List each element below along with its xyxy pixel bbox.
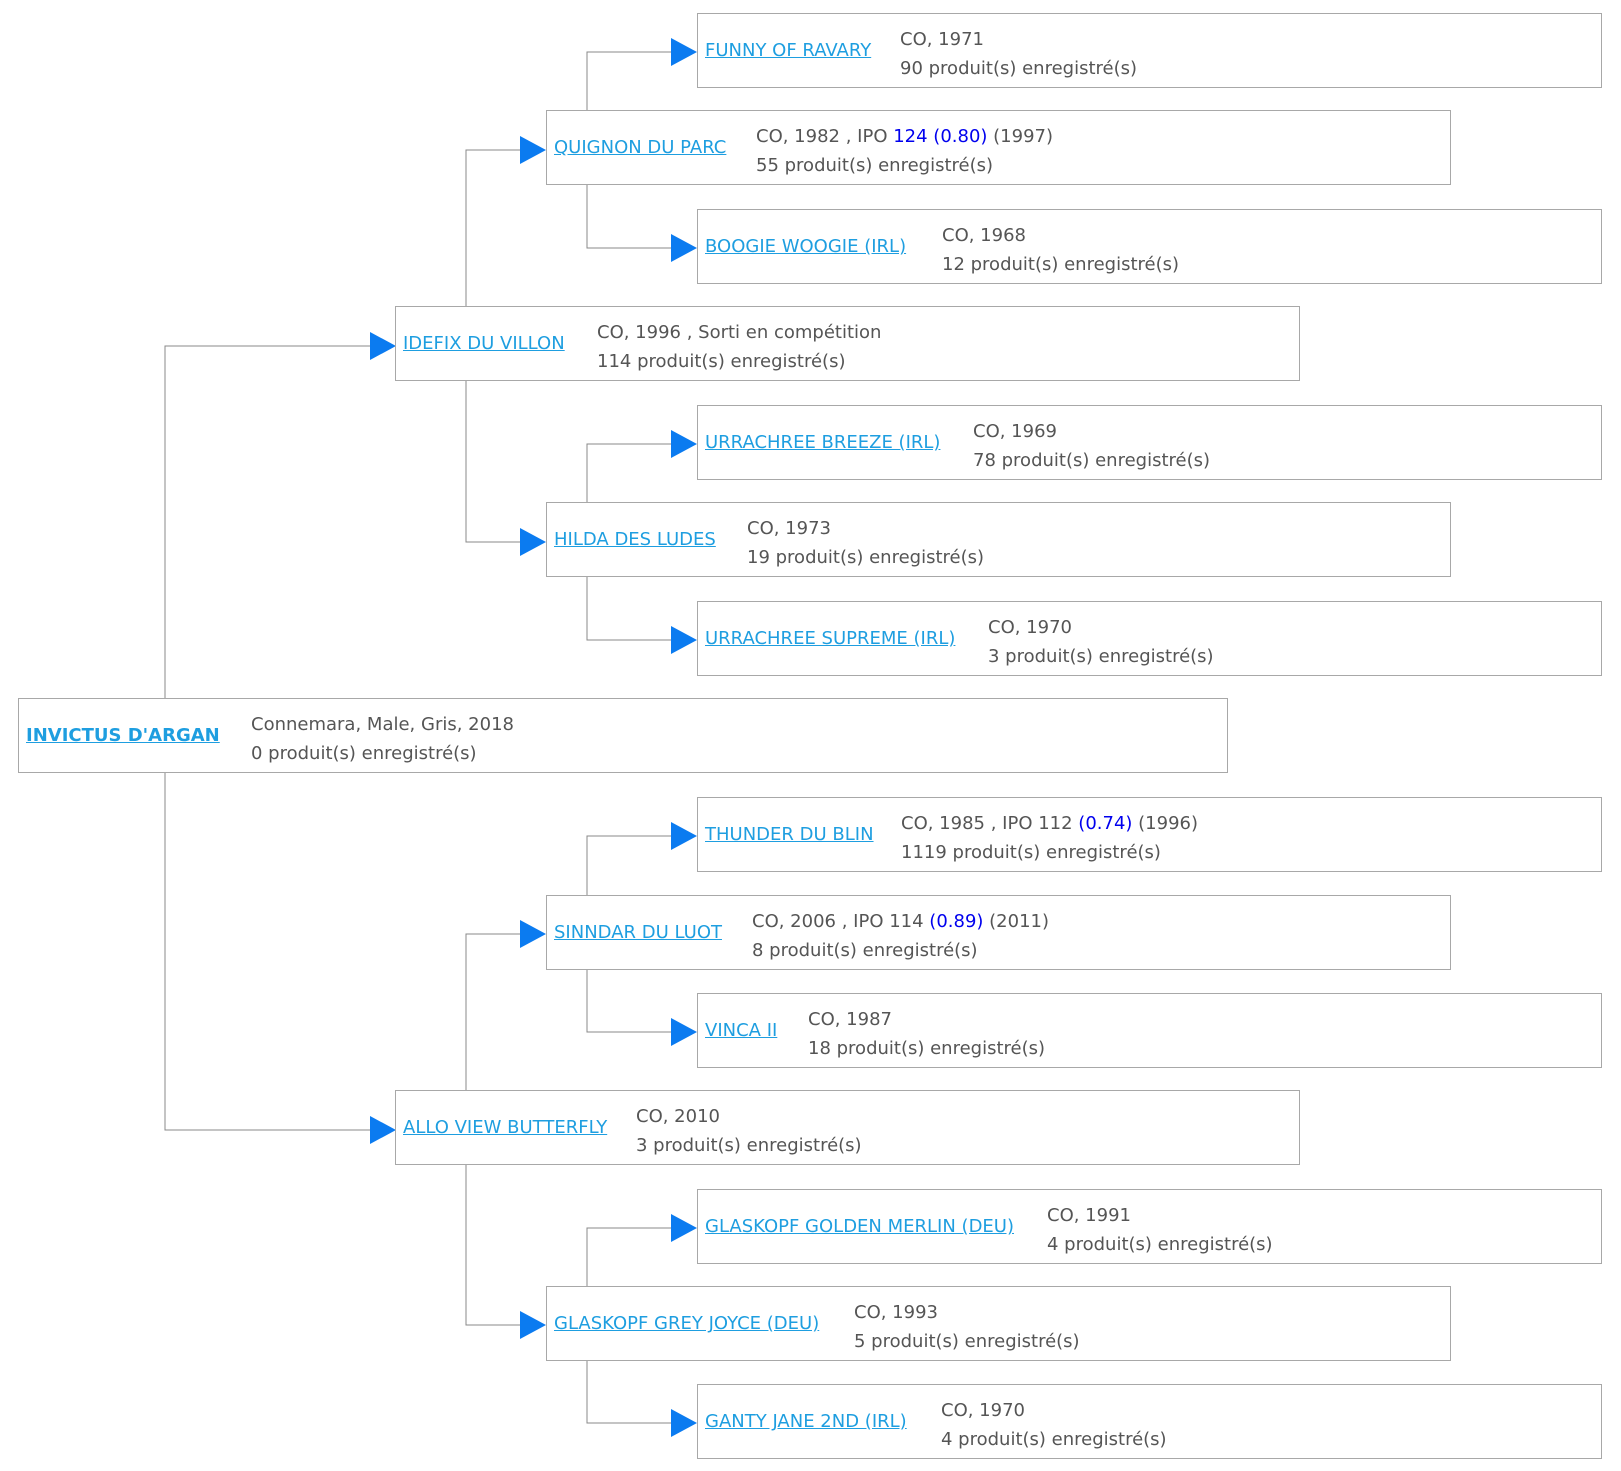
pedigree-box-sire: IDEFIX DU VILLON CO, 1996 , Sorti en com… [395, 306, 1300, 381]
horse-info-ddd: CO, 1970 4 produit(s) enregistré(s) [941, 1396, 1167, 1454]
arrow-sd [520, 528, 546, 556]
arrow-ddd [671, 1409, 697, 1437]
horse-details-text: CO, 2006 , IPO 114 [752, 911, 930, 932]
horse-products: 3 produit(s) enregistré(s) [988, 646, 1214, 667]
horse-link-dd[interactable]: GLASKOPF GREY JOYCE (DEU) [554, 1313, 820, 1334]
horse-link-sss[interactable]: FUNNY OF RAVARY [705, 40, 872, 61]
horse-info-root: Connemara, Male, Gris, 2018 0 produit(s)… [251, 710, 514, 768]
arrow-dds [671, 1214, 697, 1242]
horse-info-ss: CO, 1982 , IPO 124 (0.80) (1997) 55 prod… [756, 122, 1053, 180]
horse-details: CO, 1969 [973, 421, 1057, 442]
horse-details: CO, 2006 , IPO 114 (0.89) (2011) [752, 907, 1049, 936]
horse-products: 55 produit(s) enregistré(s) [756, 155, 994, 176]
pedigree-box-ss: QUIGNON DU PARC CO, 1982 , IPO 124 (0.80… [546, 110, 1451, 185]
horse-details: CO, 1970 [988, 617, 1072, 638]
horse-details: CO, 1985 , IPO 112 (0.74) (1996) [901, 809, 1198, 838]
horse-products: 0 produit(s) enregistré(s) [251, 743, 477, 764]
arrow-dd [520, 1311, 546, 1339]
horse-link-sdd[interactable]: URRACHREE SUPREME (IRL) [705, 628, 956, 649]
horse-products: 4 produit(s) enregistré(s) [941, 1429, 1167, 1450]
horse-details-text: CO, 1982 , IPO [756, 126, 894, 147]
arrow-sss [671, 38, 697, 66]
horse-products: 19 produit(s) enregistré(s) [747, 547, 985, 568]
horse-details: CO, 1991 [1047, 1205, 1131, 1226]
horse-products: 114 produit(s) enregistré(s) [597, 351, 846, 372]
horse-info-sd: CO, 1973 19 produit(s) enregistré(s) [747, 514, 984, 572]
horse-link-ds[interactable]: SINNDAR DU LUOT [554, 922, 722, 943]
horse-details: CO, 1996 , Sorti en compétition [597, 322, 882, 343]
horse-link-sd[interactable]: HILDA DES LUDES [554, 529, 716, 550]
pedigree-box-dsd: VINCA II CO, 1987 18 produit(s) enregist… [697, 993, 1602, 1068]
horse-link-ssd[interactable]: BOOGIE WOOGIE (IRL) [705, 236, 907, 257]
pedigree-box-ds: SINNDAR DU LUOT CO, 2006 , IPO 114 (0.89… [546, 895, 1451, 970]
horse-info-dam: CO, 2010 3 produit(s) enregistré(s) [636, 1102, 862, 1160]
ipo-year: (1996) [1132, 813, 1198, 834]
horse-details: CO, 1973 [747, 518, 831, 539]
ipo-value: (0.89) [929, 911, 984, 932]
arrow-ds [520, 920, 546, 948]
ipo-value: (0.74) [1078, 813, 1133, 834]
horse-link-sire[interactable]: IDEFIX DU VILLON [403, 333, 565, 354]
horse-products: 12 produit(s) enregistré(s) [942, 254, 1180, 275]
horse-info-sire: CO, 1996 , Sorti en compétition 114 prod… [597, 318, 881, 376]
horse-link-sds[interactable]: URRACHREE BREEZE (IRL) [705, 432, 941, 453]
arrow-sdd [671, 626, 697, 654]
horse-products: 1119 produit(s) enregistré(s) [901, 842, 1161, 863]
arrow-d [370, 1116, 396, 1144]
arrow-dss [671, 822, 697, 850]
horse-products: 4 produit(s) enregistré(s) [1047, 1234, 1273, 1255]
horse-link-dds[interactable]: GLASKOPF GOLDEN MERLIN (DEU) [705, 1216, 1014, 1237]
horse-details: CO, 2010 [636, 1106, 720, 1127]
horse-products: 18 produit(s) enregistré(s) [808, 1038, 1046, 1059]
horse-products: 8 produit(s) enregistré(s) [752, 940, 978, 961]
horse-info-dsd: CO, 1987 18 produit(s) enregistré(s) [808, 1005, 1045, 1063]
pedigree-box-dds: GLASKOPF GOLDEN MERLIN (DEU) CO, 1991 4 … [697, 1189, 1602, 1264]
horse-link-root[interactable]: INVICTUS D'ARGAN [26, 725, 220, 746]
pedigree-box-ssd: BOOGIE WOOGIE (IRL) CO, 1968 12 produit(… [697, 209, 1602, 284]
horse-info-sdd: CO, 1970 3 produit(s) enregistré(s) [988, 613, 1214, 671]
horse-link-dss[interactable]: THUNDER DU BLIN [705, 824, 874, 845]
pedigree-box-sdd: URRACHREE SUPREME (IRL) CO, 1970 3 produ… [697, 601, 1602, 676]
horse-info-sss: CO, 1971 90 produit(s) enregistré(s) [900, 25, 1137, 83]
horse-info-ds: CO, 2006 , IPO 114 (0.89) (2011) 8 produ… [752, 907, 1049, 965]
horse-link-ddd[interactable]: GANTY JANE 2ND (IRL) [705, 1411, 907, 1432]
arrow-dsd [671, 1018, 697, 1046]
horse-info-dd: CO, 1993 5 produit(s) enregistré(s) [854, 1298, 1080, 1356]
horse-link-ss[interactable]: QUIGNON DU PARC [554, 137, 727, 158]
horse-info-ssd: CO, 1968 12 produit(s) enregistré(s) [942, 221, 1179, 279]
horse-details: CO, 1968 [942, 225, 1026, 246]
ipo-year: (2011) [983, 911, 1049, 932]
horse-details: CO, 1970 [941, 1400, 1025, 1421]
horse-info-dss: CO, 1985 , IPO 112 (0.74) (1996) 1119 pr… [901, 809, 1198, 867]
ipo-year: (1997) [987, 126, 1053, 147]
horse-details: Connemara, Male, Gris, 2018 [251, 714, 514, 735]
horse-link-dam[interactable]: ALLO VIEW BUTTERFLY [403, 1117, 608, 1138]
horse-details: CO, 1993 [854, 1302, 938, 1323]
horse-products: 5 produit(s) enregistré(s) [854, 1331, 1080, 1352]
pedigree-box-sds: URRACHREE BREEZE (IRL) CO, 1969 78 produ… [697, 405, 1602, 480]
arrow-ss [520, 136, 546, 164]
horse-details: CO, 1982 , IPO 124 (0.80) (1997) [756, 122, 1053, 151]
horse-info-sds: CO, 1969 78 produit(s) enregistré(s) [973, 417, 1210, 475]
horse-details: CO, 1987 [808, 1009, 892, 1030]
pedigree-box-ddd: GANTY JANE 2ND (IRL) CO, 1970 4 produit(… [697, 1384, 1602, 1459]
pedigree-box-dss: THUNDER DU BLIN CO, 1985 , IPO 112 (0.74… [697, 797, 1602, 872]
horse-products: 90 produit(s) enregistré(s) [900, 58, 1138, 79]
arrow-sds [671, 430, 697, 458]
horse-info-dds: CO, 1991 4 produit(s) enregistré(s) [1047, 1201, 1273, 1259]
pedigree-box-dam: ALLO VIEW BUTTERFLY CO, 2010 3 produit(s… [395, 1090, 1300, 1165]
pedigree-box-dd: GLASKOPF GREY JOYCE (DEU) CO, 1993 5 pro… [546, 1286, 1451, 1361]
pedigree-box-sss: FUNNY OF RAVARY CO, 1971 90 produit(s) e… [697, 13, 1602, 88]
arrow-ssd [671, 234, 697, 262]
horse-details-text: CO, 1985 , IPO 112 [901, 813, 1079, 834]
pedigree-box-sd: HILDA DES LUDES CO, 1973 19 produit(s) e… [546, 502, 1451, 577]
horse-products: 78 produit(s) enregistré(s) [973, 450, 1211, 471]
horse-details: CO, 1971 [900, 29, 984, 50]
ipo-value: 124 (0.80) [893, 126, 988, 147]
pedigree-box-root: INVICTUS D'ARGAN Connemara, Male, Gris, … [18, 698, 1228, 773]
horse-products: 3 produit(s) enregistré(s) [636, 1135, 862, 1156]
arrow-s [370, 332, 396, 360]
horse-link-dsd[interactable]: VINCA II [705, 1020, 778, 1041]
